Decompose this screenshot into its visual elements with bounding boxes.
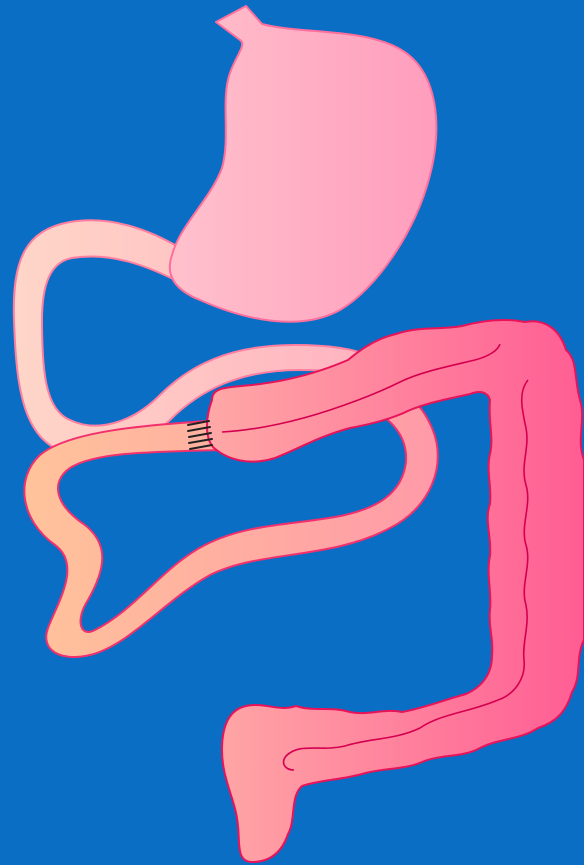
colon (207, 320, 584, 862)
stomach (170, 6, 437, 322)
